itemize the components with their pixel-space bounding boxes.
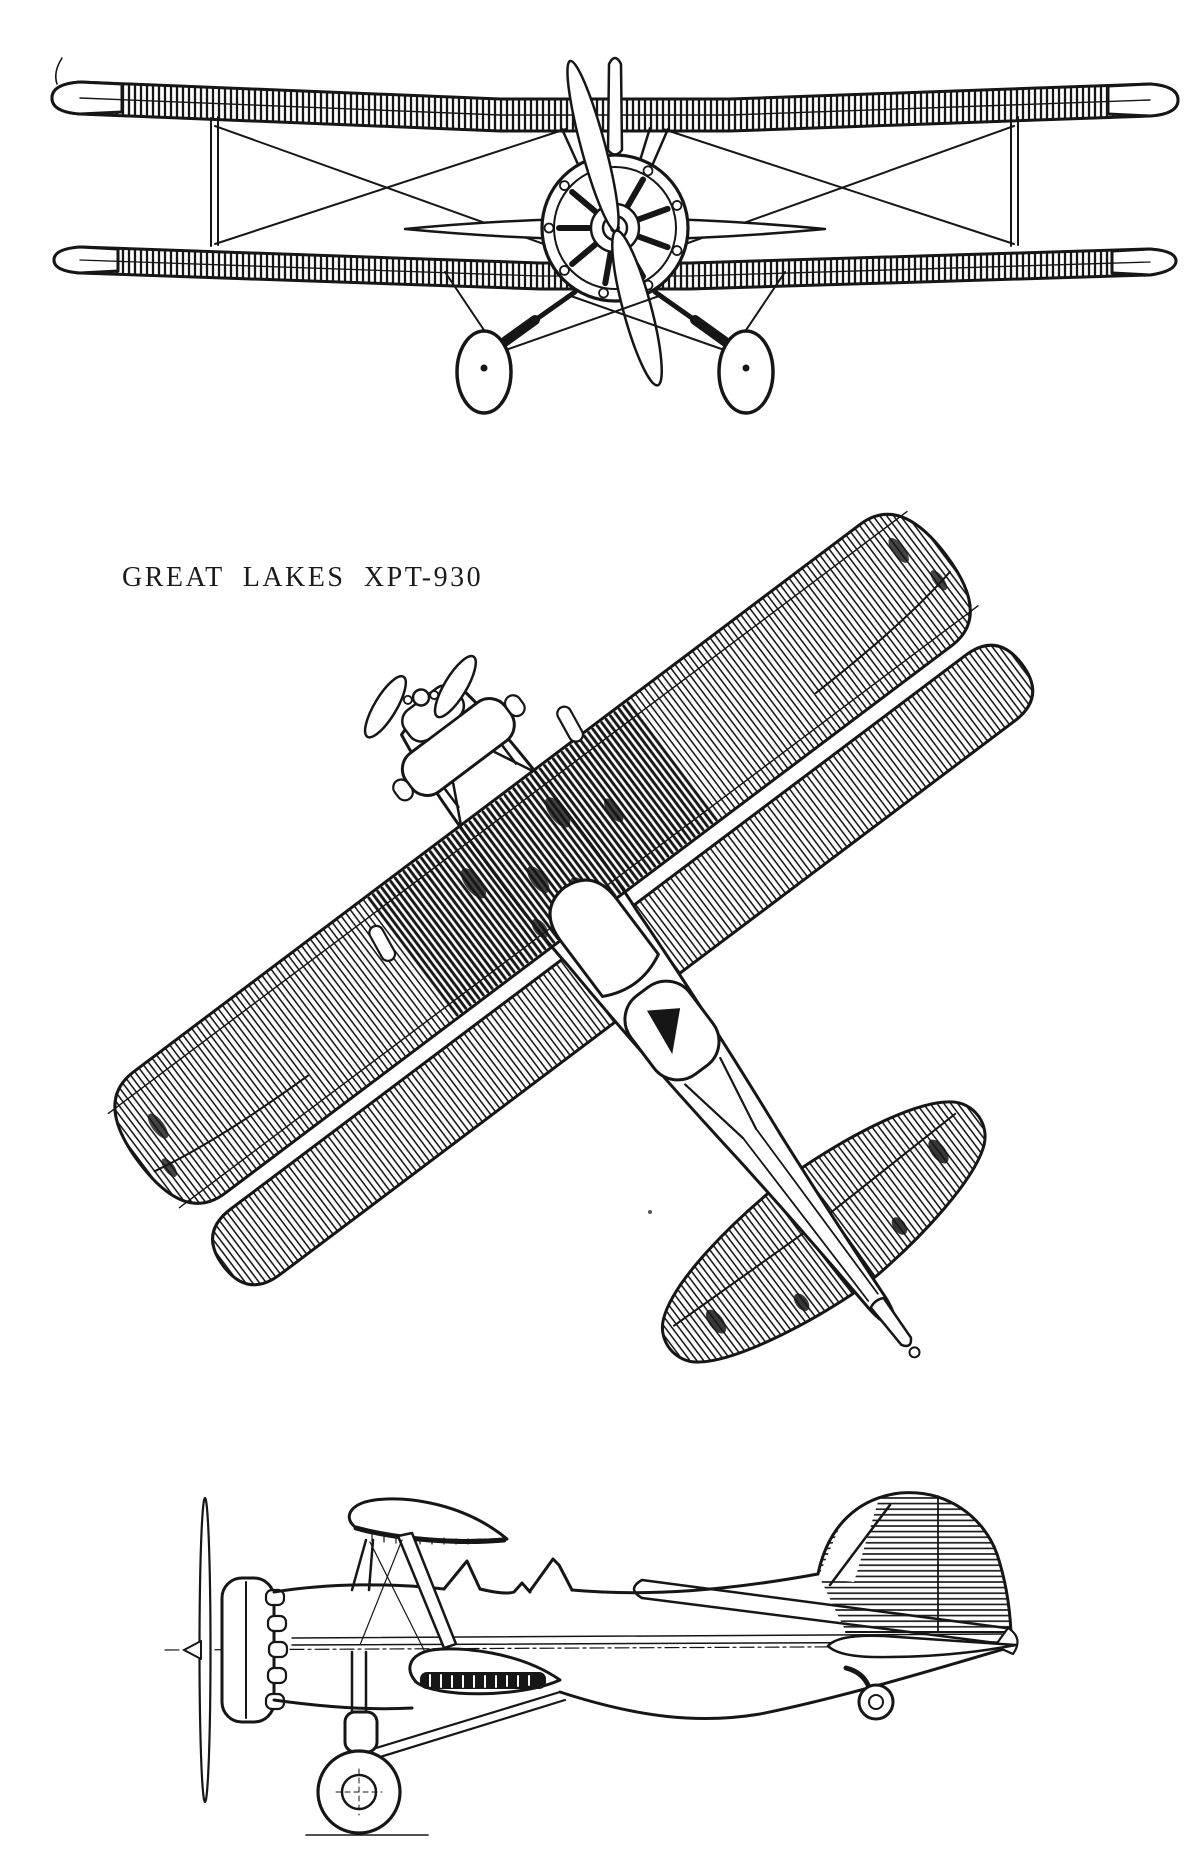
side-cabane-struts: [350, 1531, 458, 1651]
side-upper-wing-section: [347, 1497, 509, 1545]
front-view: [50, 56, 1180, 415]
plan-cabane-stub-right: [556, 705, 585, 743]
front-fin-edge: [606, 56, 624, 156]
plan-longerons: [742, 1127, 879, 1302]
front-landing-gear: [444, 271, 786, 415]
plan-headrest-fairing: [684, 1056, 758, 1140]
side-fin: [816, 1491, 1019, 1656]
side-windscreen-front: [442, 1559, 482, 1591]
plan-front-cockpit: [548, 878, 660, 998]
front-wheel-right: [717, 329, 775, 415]
plan-tail-knob: [908, 1346, 921, 1359]
side-windscreen-rear: [528, 1557, 574, 1593]
side-propeller: [183, 1496, 212, 1804]
front-interplane-struts: [210, 116, 1019, 247]
side-landing-gear: [305, 1650, 567, 1836]
plan-rudder: [869, 1296, 913, 1348]
plan-exhaust-stub-right: [503, 694, 526, 718]
plan-cabane-stub-left: [368, 924, 397, 962]
side-stabilizer: [632, 1578, 1018, 1659]
plan-view: [107, 510, 1035, 1364]
front-wingtip-hook: [55, 57, 63, 85]
plan-walkway-shading: [366, 700, 719, 1018]
scan-speck: [648, 1210, 652, 1214]
front-propeller: [566, 59, 663, 387]
plan-cockpit-interior: [646, 1008, 681, 1055]
plan-tailplane-shading: [705, 1139, 949, 1334]
front-wheel-left: [455, 329, 513, 415]
plan-exhaust-stub-left: [392, 778, 414, 802]
plan-propeller: [363, 654, 477, 739]
side-lower-wing-section: [408, 1647, 562, 1696]
side-tail-wheel: [843, 1665, 895, 1721]
side-view: [164, 1491, 1019, 1836]
figure-caption: GREAT LAKES XPT-930: [122, 562, 483, 593]
